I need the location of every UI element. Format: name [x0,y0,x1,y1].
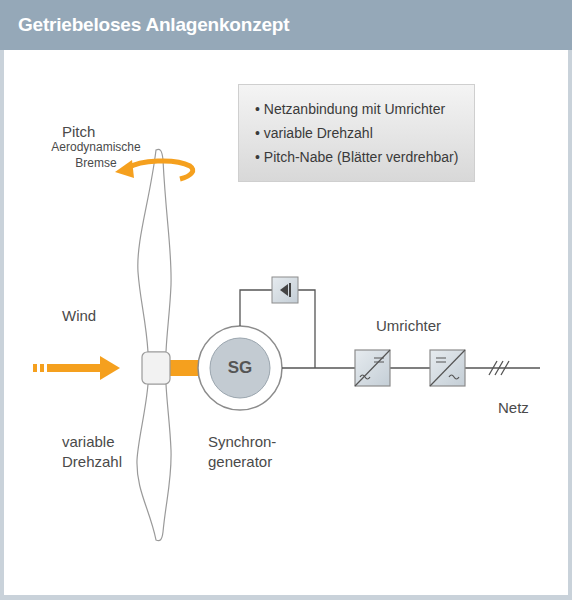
generator-circle: SG [212,340,268,396]
feature-box: • Netzanbindung mit Umrichter• variable … [238,84,475,182]
node-text: • Pitch-Nabe (Blätter verdrehbar) [255,145,458,169]
wind-label: Wind [62,306,96,326]
node-text: SG [228,358,253,378]
hub [142,352,170,384]
generator-housing [198,326,282,410]
title-bar [0,0,572,50]
node-text: • Netzanbindung mit Umrichter [255,97,458,121]
pitch-arrow [115,160,193,179]
rectifier-symbol [272,277,298,303]
generator-core [210,338,270,398]
wind-arrow [33,356,120,380]
diagram-title: Getriebeloses Anlagenkonzept [18,14,289,36]
panel [4,50,568,595]
speed-label: variable Drehzahl [62,432,142,471]
brake-label: Aerodynamische Bremse [40,140,152,171]
node-text: • variable Drehzahl [255,121,458,145]
converter-symbol [355,350,465,386]
generator-label: Synchron- generator [208,432,298,471]
rotor-blades [137,149,171,540]
grid-label: Netz [498,398,529,418]
converter-label: Umrichter [376,316,441,336]
pitch-label: Pitch [62,122,95,142]
